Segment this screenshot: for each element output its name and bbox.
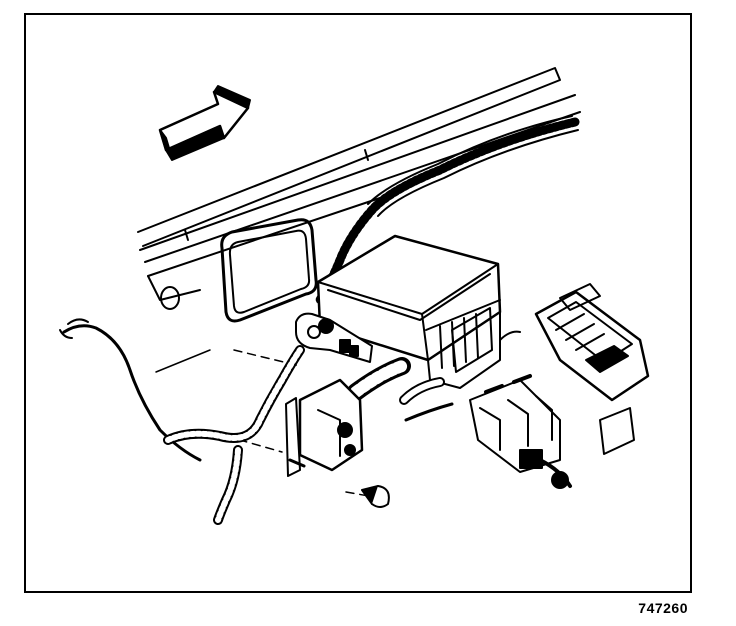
connector-assembly (285, 378, 364, 477)
illustration-frame (24, 13, 692, 593)
coiled-harness (163, 345, 305, 525)
grommet-hole (160, 286, 180, 310)
right-connector-cluster (399, 283, 650, 489)
relay-box (316, 234, 502, 389)
corrugated-conduit (347, 357, 411, 401)
upper-wiring-harness (315, 117, 580, 305)
direction-arrow-icon (158, 85, 251, 161)
figure-number: 747260 (638, 600, 688, 616)
access-panel (220, 218, 318, 323)
bolt (361, 485, 390, 508)
reference-line (155, 349, 211, 373)
mounting-bracket (295, 312, 373, 363)
